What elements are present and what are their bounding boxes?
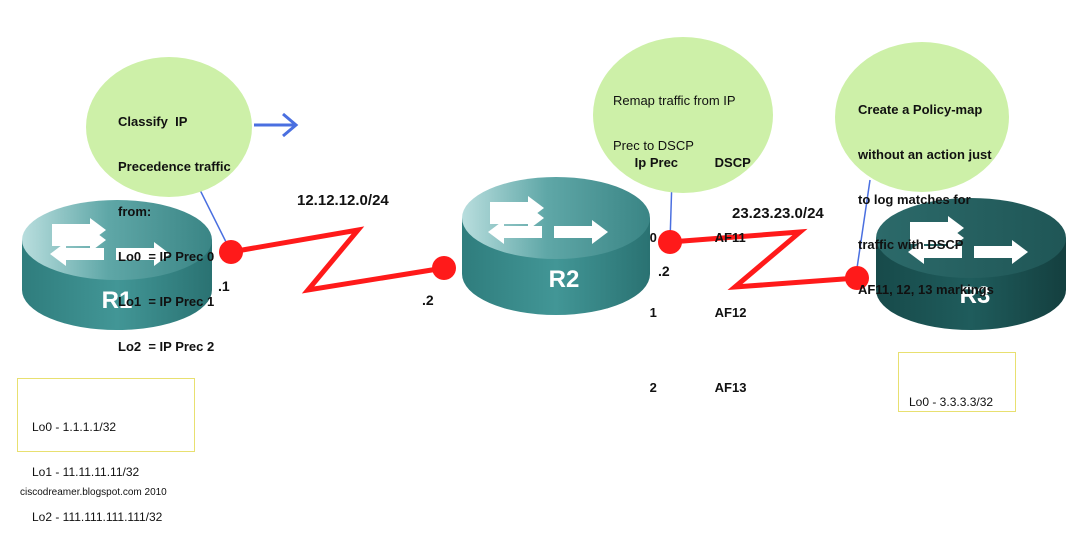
callout-line: Precedence traffic [118, 159, 231, 174]
loopback-entry: Lo2 - 111.111.111.111/32 [32, 510, 163, 524]
interface-dot-r3[interactable] [845, 266, 869, 290]
loopback-entry: Lo1 - 11.11.11.11/32 [32, 465, 140, 479]
callout-line: to log matches for [858, 192, 971, 207]
table-cell-dscp: AF13 [714, 380, 747, 395]
interface-dot-r2-east[interactable] [658, 230, 682, 254]
interface-dot-r1[interactable] [219, 240, 243, 264]
callout-line: Classify IP [118, 114, 188, 129]
callout-line: from: [118, 204, 152, 219]
router-label-r2: R2 [549, 266, 580, 293]
callout-line: Lo1 = IP Prec 1 [118, 294, 215, 309]
router-label-r3: R3 [960, 282, 991, 309]
loopback-box-r3: Lo0 - 3.3.3.3/32 [898, 352, 1016, 412]
serial-link-r1-r2 [230, 226, 445, 294]
callout-line: Lo2 = IP Prec 2 [118, 339, 215, 354]
loopback-box-r1: Lo0 - 1.1.1.1/32 Lo1 - 11.11.11.11/32 Lo… [17, 378, 195, 524]
network-diagram: R1 R2 R3 Classify IP Precedence [17, 37, 1066, 524]
subnet-label-r1-r2: 12.12.12.0/24 [297, 192, 389, 209]
table-cell-dscp: AF12 [714, 305, 747, 320]
loopback-entry: Lo0 - 1.1.1.1/32 [32, 420, 117, 434]
router-icon-r3[interactable]: R3 [876, 198, 1066, 330]
table-header-dscp: DSCP [714, 155, 751, 170]
callout-line: AF11, 12, 13 markings [858, 282, 994, 297]
interface-dot-r2-west[interactable] [432, 256, 456, 280]
callout-line: Create a Policy-map [858, 102, 983, 117]
table-row: 0 AF11 [613, 215, 751, 260]
table-row: 2 AF13 [613, 365, 751, 410]
footer-credit: ciscodreamer.blogspot.com 2010 [20, 487, 167, 498]
host-label-r2-west: .2 [422, 292, 434, 308]
table-header-prec: Ip Prec [634, 155, 679, 170]
loopback-entry: Lo0 - 3.3.3.3/32 [909, 395, 994, 409]
callout-text-r1: Classify IP Precedence traffic from: Lo0… [118, 84, 231, 384]
router-icon-r1[interactable]: R1 [22, 200, 212, 330]
serial-link-r2-r3 [669, 228, 858, 291]
callout-bubble-r3 [835, 42, 1009, 276]
callout-line: without an action just [858, 147, 992, 162]
router-label-r1: R1 [102, 287, 133, 314]
diagram-canvas: R1 R2 R3 [22, 37, 1066, 330]
dscp-mapping-table: Ip Prec DSCP 0 AF11 1 AF12 2 AF13 [613, 110, 751, 440]
table-cell-dscp: AF11 [714, 230, 746, 245]
right-arrow-icon [254, 112, 299, 138]
callout-line: Prec to DSCP [613, 138, 694, 153]
table-cell-prec: 1 [649, 305, 657, 320]
table-row: 1 AF12 [613, 290, 751, 335]
callout-text-r3: Create a Policy-map without an action ju… [858, 72, 994, 327]
table-cell-prec: 0 [649, 230, 657, 245]
table-cell-prec: 2 [649, 380, 657, 395]
callout-line: Lo0 = IP Prec 0 [118, 249, 215, 264]
callout-line: traffic with DSCP [858, 237, 964, 252]
callout-line: Remap traffic from IP [613, 93, 736, 108]
host-label-r2-east: .2 [658, 263, 670, 279]
callout-text-r2: Remap traffic from IP Prec to DSCP [613, 63, 736, 183]
dscp-table-header: Ip Prec DSCP [613, 140, 751, 185]
router-icon-r2[interactable]: R2 [462, 177, 650, 315]
host-label-r1: .1 [218, 278, 230, 294]
subnet-label-r2-r3: 23.23.23.0/24 [732, 205, 824, 222]
